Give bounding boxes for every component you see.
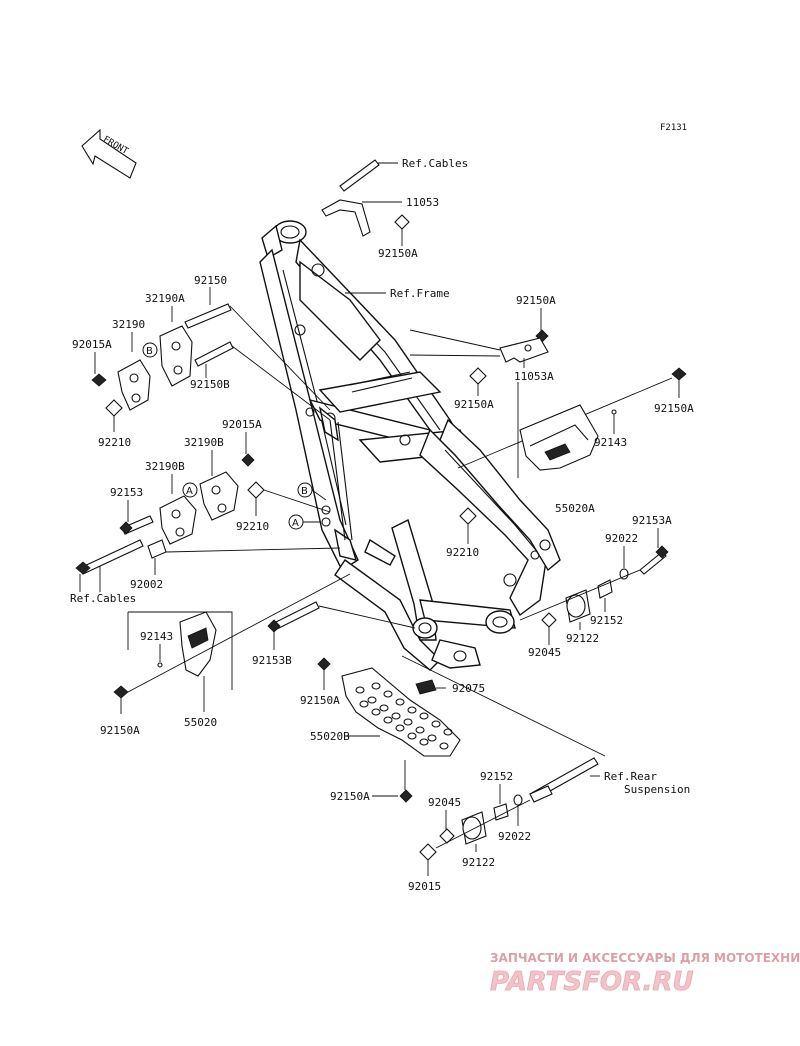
label-92122-right: 92122 [566, 632, 599, 645]
label-32190a: 32190A [145, 292, 185, 305]
callout-a-left: A [182, 482, 198, 498]
label-92210-mid: 92210 [236, 520, 269, 533]
watermark-logo: ЗАПЧАСТИ И АКСЕССУАРЫ ДЛЯ МОТОТЕХНИКИ PA… [490, 951, 800, 997]
label-92022-bottom: 92022 [498, 830, 531, 843]
label-11053: 11053 [406, 196, 439, 209]
callout-b-frame-text: B [301, 486, 308, 497]
label-ref-frame: Ref.Frame [390, 287, 450, 300]
label-92143-right: 92143 [594, 436, 627, 449]
label-ref-cables-top: Ref.Cables [402, 157, 468, 170]
watermark-line1: ЗАПЧАСТИ И АКСЕССУАРЫ ДЛЯ МОТОТЕХНИКИ [490, 951, 800, 965]
label-92122-bottom: 92122 [462, 856, 495, 869]
callout-a-frame: A [288, 514, 320, 530]
label-92015a-2: 92015A [222, 418, 262, 431]
callout-a-left-text: A [186, 486, 193, 497]
label-92015: 92015 [408, 880, 441, 893]
label-11053a: 11053A [514, 370, 554, 383]
frame-guard-55020a: 92150A 92143 55020A [457, 367, 694, 515]
label-32190b-b: 32190B [145, 460, 185, 473]
label-92143-left: 92143 [140, 630, 173, 643]
label-suspension: Suspension [624, 783, 690, 796]
label-92150a-top: 92150A [378, 247, 418, 260]
label-92153: 92153 [110, 486, 143, 499]
callout-b-left-text: B [146, 346, 153, 357]
label-92045-bottom: 92045 [428, 796, 461, 809]
skid-plate-55020b: 92150A 55020B [300, 657, 485, 803]
left-cable-clamp: Ref.Cables [70, 539, 144, 605]
label-92150: 92150 [194, 274, 227, 287]
label-92150b: 92150B [190, 378, 230, 391]
label-92153a: 92153A [632, 514, 672, 527]
label-92150a-r3: 92150A [654, 402, 694, 415]
label-92002: 92002 [130, 578, 163, 591]
top-cable-guide: Ref.Cables [339, 157, 468, 192]
rear-suspension-bolt: Ref.Rear Suspension 92022 92152 92122 92… [401, 655, 690, 893]
callout-b-left: B [142, 342, 158, 358]
cable-holder-11053a: 92150A 11053A 92150A [409, 294, 556, 411]
label-ref-rear: Ref.Rear [604, 770, 657, 783]
label-92150a-left: 92150A [100, 724, 140, 737]
callout-a-frame-text: A [292, 518, 299, 529]
motorcycle-frame [259, 220, 561, 671]
label-32190: 32190 [112, 318, 145, 331]
label-92153b: 92153B [252, 654, 292, 667]
pivot-parts-right: 92153A 92022 92152 92122 92045 [519, 514, 672, 659]
label-ref-cables-left: Ref.Cables [70, 592, 136, 605]
label-92150a-mid: 92150A [300, 694, 340, 707]
diagram-code: F2131 [660, 123, 687, 133]
label-32190b-a: 32190B [184, 436, 224, 449]
callout-b-frame: B [297, 482, 327, 501]
footrest-bracket-left-upper: 92150 32190A 32190 92015A 92150B 92210 [72, 274, 234, 449]
label-92150a-bottom: 92150A [330, 790, 370, 803]
nut-92210-center: 92210 [446, 507, 479, 559]
label-92210-left: 92210 [98, 436, 131, 449]
bolt-92153b: 92153B [252, 601, 416, 667]
label-92150a-r1: 92150A [516, 294, 556, 307]
label-92022-right: 92022 [605, 532, 638, 545]
label-55020a: 55020A [555, 502, 595, 515]
front-arrow-icon: FRONT [81, 128, 137, 179]
watermark-line2: PARTSFOR.RU [490, 967, 693, 997]
label-92045-right: 92045 [528, 646, 561, 659]
label-92150a-r2: 92150A [454, 398, 494, 411]
label-55020b: 55020B [310, 730, 350, 743]
bolt-92150a-top: 92150A [378, 214, 418, 260]
label-92152-bottom: 92152 [480, 770, 513, 783]
frame-guard-55020: 92143 55020 92150A [100, 573, 351, 737]
label-55020: 55020 [184, 716, 217, 729]
footrest-bracket-left-lower: 92015A 32190B 32190B 92153 92210 92002 [110, 418, 269, 591]
label-92210-center: 92210 [446, 546, 479, 559]
label-92015a-left: 92015A [72, 338, 112, 351]
cable-holder-11053: 11053 [321, 196, 439, 237]
label-92152-right: 92152 [590, 614, 623, 627]
